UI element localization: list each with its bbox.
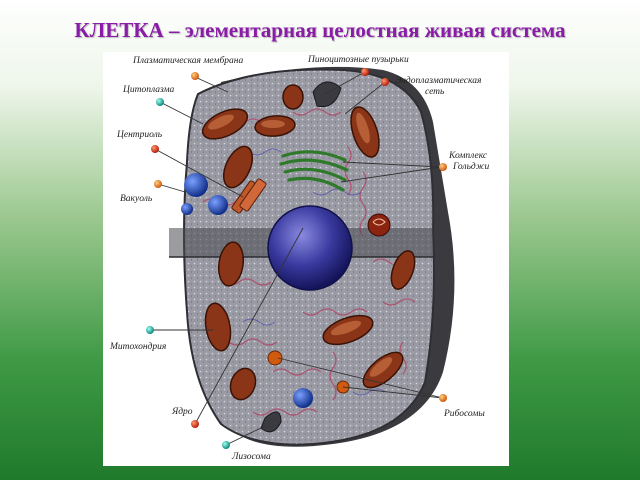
label-pinocytic-vesicles: Пиноцитозные пузырьки — [308, 55, 409, 65]
label-cytoplasm: Цитоплазма — [123, 85, 175, 95]
label-lysosome: Лизосома — [232, 452, 271, 462]
cell-diagram: Плазматическая мембрана Пиноцитозные пуз… — [103, 52, 509, 466]
label-er-line2: сеть — [425, 87, 445, 97]
label-centriole: Центриоль — [117, 130, 163, 140]
centriole — [231, 178, 267, 214]
cell-illustration — [146, 66, 455, 449]
leader-lines — [150, 71, 444, 446]
nucleus — [267, 205, 353, 291]
label-nucleus: Ядро — [172, 407, 193, 417]
label-golgi-line2: Гольджи — [453, 162, 490, 172]
slide-title: КЛЕТКА – элементарная целостная живая си… — [74, 18, 566, 42]
label-pins — [146, 68, 447, 449]
label-vacuole: Вакуоль — [120, 194, 153, 204]
label-golgi-line1: Комплекс — [449, 151, 488, 161]
golgi-complex — [279, 150, 349, 192]
label-er-line1: Эндоплазматическая — [395, 76, 482, 86]
label-ribosomes: Рибосомы — [444, 409, 485, 419]
vacuoles — [181, 173, 313, 408]
label-mitochondria: Митохондрия — [110, 342, 167, 352]
label-plasma-membrane: Плазматическая мембрана — [133, 56, 244, 66]
